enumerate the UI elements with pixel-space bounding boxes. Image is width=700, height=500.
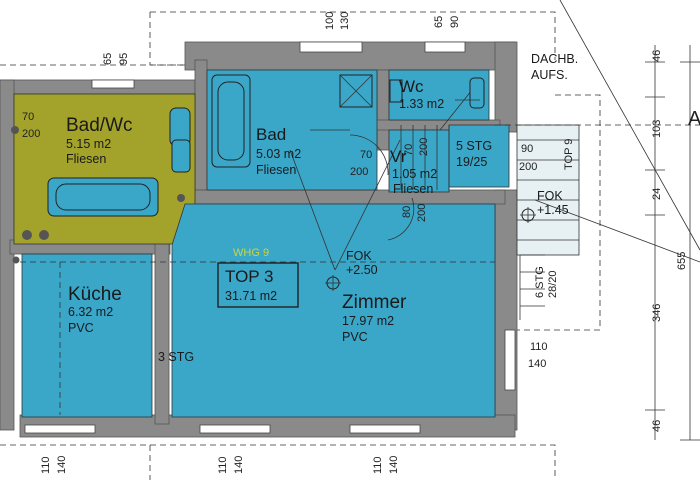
unit-whg: WHG 9 [233, 247, 269, 259]
interior-dashed [20, 79, 700, 415]
room-kueche[interactable] [21, 253, 153, 418]
dachb-line-2: AUFS. [531, 68, 568, 82]
stair-5[interactable] [448, 124, 510, 188]
win-bottom-2-b: 140 [233, 456, 245, 474]
dim-right-total: 655 [676, 252, 688, 270]
win-top-b-2: 90 [449, 16, 461, 28]
windows [24, 41, 516, 434]
door-1-h: 200 [22, 128, 40, 140]
toilet-icon [469, 77, 485, 109]
door-2-h: 200 [350, 166, 368, 178]
fok-stair-label: FOK [537, 189, 563, 203]
room-vr[interactable] [388, 129, 450, 193]
fok-main-label: FOK [346, 249, 372, 263]
dim-right-3: 24 [651, 188, 663, 200]
win-left-1: 65 [102, 53, 114, 65]
door-2-w: 70 [360, 149, 372, 161]
dim-right-2: 103 [651, 120, 663, 138]
door-1-w: 70 [22, 111, 34, 123]
room-vr-area: 1.05 m2 [392, 167, 437, 181]
door-3-w: 70 [403, 144, 415, 156]
dimension-chain-right [534, 0, 700, 441]
win-right-1: 110 [530, 341, 548, 353]
room-zimmer[interactable] [171, 203, 496, 418]
top9-label: TOP 9 [563, 139, 575, 170]
room-bad-floor: Fliesen [256, 163, 296, 177]
door-4-h: 200 [416, 204, 428, 222]
win-bottom-1-b: 140 [56, 456, 68, 474]
unit-top: TOP 3 [225, 267, 274, 286]
dim-right-1: 46 [651, 50, 663, 62]
fixtures [11, 74, 536, 291]
stair-right [516, 124, 580, 320]
win-bottom-3-b: 140 [388, 456, 400, 474]
door-5-w: 90 [521, 143, 533, 155]
room-vr-name: Vr [390, 147, 407, 166]
room-kueche-floor: PVC [68, 321, 94, 335]
room-zimmer-floor: PVC [342, 330, 368, 344]
stair-lines [400, 125, 450, 190]
room-zimmer-name: Zimmer [342, 292, 407, 313]
win-left-2: 95 [118, 53, 130, 65]
outline-dashed [0, 11, 601, 480]
door-3-h: 200 [418, 138, 430, 156]
sink-icon [389, 79, 403, 103]
fok-main-value: +2.50 [346, 263, 378, 277]
stair-6-ratio: 28/20 [547, 270, 559, 298]
room-kueche-name: Küche [68, 284, 122, 305]
room-bad-area: 5.03 m2 [256, 147, 301, 161]
dim-right-5: 46 [651, 420, 663, 432]
win-top-a-2: 130 [339, 12, 351, 30]
room-bad-wc[interactable] [13, 93, 196, 245]
edge-letter: A [688, 108, 700, 130]
room-bad-name: Bad [256, 125, 286, 144]
room-kueche-area: 6.32 m2 [68, 305, 113, 319]
win-top-b-1: 65 [433, 16, 445, 28]
room-bad-wc-name: Bad/Wc [66, 115, 133, 136]
unit-area: 31.71 m2 [225, 289, 277, 303]
sink-icon-2 [171, 139, 191, 173]
room-wc-name: Wc [399, 77, 424, 96]
win-bottom-2-a: 110 [217, 456, 229, 474]
win-bottom-1-a: 110 [40, 456, 52, 474]
door-5-h: 200 [519, 161, 537, 173]
door-4-w: 80 [401, 206, 413, 218]
room-zimmer-area: 17.97 m2 [342, 314, 394, 328]
dachb-line-1: DACHB. [531, 52, 578, 66]
dim-right-4: 346 [651, 304, 663, 322]
room-vr-floor: Fliesen [393, 182, 433, 196]
fok-stair-value: +1.45 [537, 203, 569, 217]
win-bottom-3-a: 110 [372, 456, 384, 474]
stair-3-label: 3 STG [158, 350, 194, 364]
unit-box [217, 262, 299, 308]
stair-5-label: 5 STG [456, 139, 492, 153]
room-bad-wc-area: 5.15 m2 [66, 137, 111, 151]
stair-6-label: 6 STG [534, 266, 546, 298]
win-top-a-1: 100 [324, 12, 336, 30]
room-wc-area: 1.33 m2 [399, 97, 444, 111]
room-bad-wc-floor: Fliesen [66, 152, 106, 166]
win-right-2: 140 [528, 358, 546, 370]
stair-5-ratio: 19/25 [456, 155, 487, 169]
